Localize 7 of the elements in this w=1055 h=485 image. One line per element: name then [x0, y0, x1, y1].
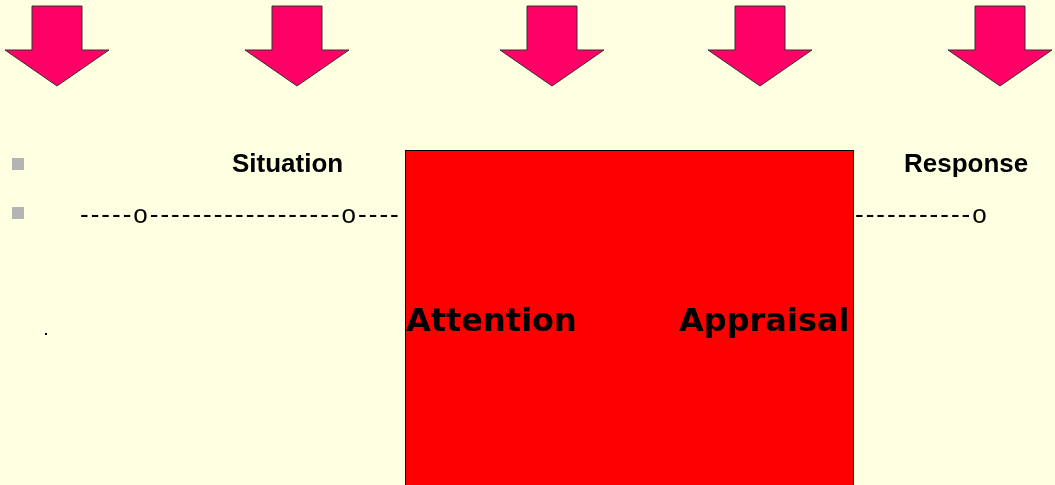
process-box	[405, 150, 854, 485]
heading-text: Response	[904, 148, 1029, 179]
timeline-text: -----o------------------o----	[80, 199, 401, 230]
box-text: Attention	[406, 301, 577, 339]
timeline-text: -----------o	[855, 199, 989, 230]
heading-text: Situation	[232, 148, 344, 179]
box-text: Appraisal	[679, 301, 850, 339]
